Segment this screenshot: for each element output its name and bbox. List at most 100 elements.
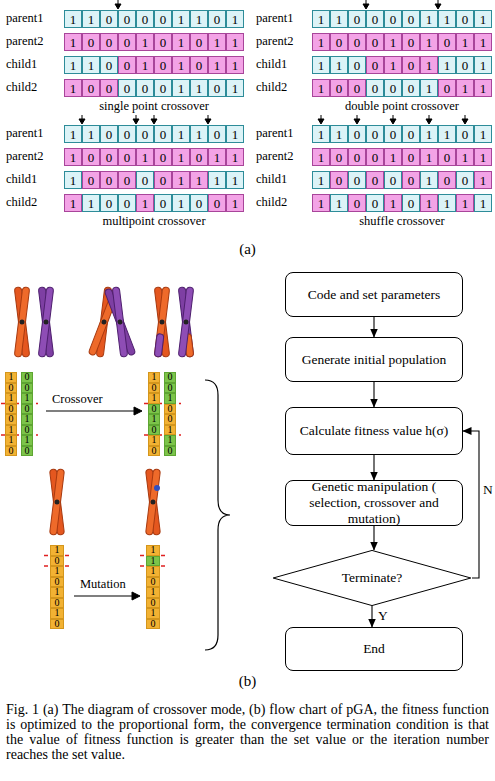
- gene-bit: 0: [146, 577, 160, 588]
- flow-arrow: [373, 526, 374, 550]
- gene-bit: 1: [474, 194, 492, 212]
- gene-bit: 1: [136, 33, 154, 51]
- gene-bit: 1: [312, 10, 330, 28]
- chromosome: [38, 287, 53, 357]
- gene-bit: 1: [172, 56, 190, 74]
- gene-bit: 0: [82, 79, 100, 97]
- gene-bit: 1: [21, 414, 33, 425]
- gene-bit: 0: [154, 148, 172, 166]
- operation-arrow: [134, 407, 142, 415]
- process-box: Code and set parameters: [285, 272, 463, 317]
- gene-bit: 1: [420, 33, 438, 51]
- row-label: parent1: [256, 11, 312, 27]
- chromosome: [38, 287, 53, 357]
- gene-bit: 0: [154, 79, 172, 97]
- gene-bit: 0: [154, 33, 172, 51]
- gene-bit: 0: [402, 79, 420, 97]
- gene-bit: 0: [154, 171, 172, 189]
- gene-bit: 0: [118, 148, 136, 166]
- crossover-point-arrow: [390, 119, 396, 124]
- gene-bit: 0: [148, 404, 160, 415]
- row-label: parent2: [256, 149, 312, 165]
- gene-bit: 0: [118, 125, 136, 143]
- gene-bit: 1: [50, 545, 64, 556]
- gene-bit: 1: [474, 10, 492, 28]
- gene-bit: 0: [366, 33, 384, 51]
- row-label: child2: [256, 195, 312, 211]
- gene-bit: 1: [456, 79, 474, 97]
- gene-bit: 0: [402, 10, 420, 28]
- gene-bit: 1: [438, 194, 456, 212]
- gene-bit: 0: [438, 148, 456, 166]
- gene-bit: 1: [226, 171, 244, 189]
- gene-bit: 1: [146, 587, 160, 598]
- gene-bit: 0: [348, 56, 366, 74]
- gene-bit: 1: [420, 79, 438, 97]
- gene-bit: 0: [348, 148, 366, 166]
- chromosome: [38, 287, 53, 357]
- gene-bit: 0: [456, 10, 474, 28]
- gene-bit: 1: [474, 33, 492, 51]
- row-label: child1: [256, 57, 312, 73]
- crossover-point-arrow: [435, 4, 441, 9]
- gene-bit: 0: [366, 79, 384, 97]
- gene-bit: 0: [190, 148, 208, 166]
- chromosome: [14, 287, 29, 357]
- chromosome: [55, 500, 60, 505]
- gene-bit: 1: [384, 194, 402, 212]
- row-label: child1: [6, 172, 62, 188]
- chromosome: [104, 286, 136, 358]
- gene-bit: 0: [154, 194, 172, 212]
- chromosome: [50, 469, 65, 535]
- gene-bit: 1: [312, 33, 330, 51]
- gene-bit: 0: [82, 171, 100, 189]
- node-text: Calculate fitness value h(σ): [300, 423, 449, 439]
- gene-bit: 1: [5, 372, 17, 383]
- chromosome: [154, 333, 164, 357]
- row-label: parent2: [6, 149, 62, 165]
- gene-bit: 1: [148, 393, 160, 404]
- gene-bit: 1: [64, 148, 82, 166]
- gene-bit: 0: [456, 171, 474, 189]
- gene-bit: 0: [21, 425, 33, 436]
- gene-bit: 0: [208, 125, 226, 143]
- gene-bit: 1: [226, 148, 244, 166]
- gene-bit: 1: [21, 393, 33, 404]
- flow-arrow: [373, 455, 374, 480]
- gene-bit: 0: [330, 79, 348, 97]
- gene-bit: 0: [100, 33, 118, 51]
- gene-bit: 1: [64, 33, 82, 51]
- gene-bit: 1: [172, 33, 190, 51]
- operation-arrow: [46, 410, 134, 411]
- gene-bit: 1: [226, 10, 244, 28]
- gene-bit: 0: [366, 56, 384, 74]
- gene-bit: 1: [148, 414, 160, 425]
- row-label: parent1: [256, 126, 312, 142]
- gene-bit: 0: [208, 10, 226, 28]
- gene-bit: 0: [118, 56, 136, 74]
- gene-bit: 1: [50, 566, 64, 577]
- gene-bit: 1: [420, 125, 438, 143]
- gene-bit: 0: [190, 194, 208, 212]
- gene-bit: 1: [64, 10, 82, 28]
- gene-bit: 1: [420, 56, 438, 74]
- edge-label: Y: [378, 608, 388, 623]
- gene-bit: 1: [164, 393, 176, 404]
- curly-bracket: [205, 380, 230, 650]
- gene-bit: 1: [164, 425, 176, 436]
- row-label: child2: [6, 80, 62, 96]
- chromosome: [101, 319, 107, 325]
- gene-bit: 1: [64, 56, 82, 74]
- gene-bit: 1: [172, 10, 190, 28]
- gene-bit: 0: [402, 56, 420, 74]
- gene-bit: 0: [384, 125, 402, 143]
- gene-bit: 1: [474, 148, 492, 166]
- node-text: Generate initial population: [302, 352, 447, 368]
- gene-bit: 1: [420, 171, 438, 189]
- gene-bit: 1: [50, 608, 64, 619]
- gene-bit: 1: [146, 556, 160, 567]
- gene-bit: 0: [50, 598, 64, 609]
- gene-bit: 0: [5, 414, 17, 425]
- gene-bit: 0: [146, 598, 160, 609]
- gene-bit: 1: [5, 435, 17, 446]
